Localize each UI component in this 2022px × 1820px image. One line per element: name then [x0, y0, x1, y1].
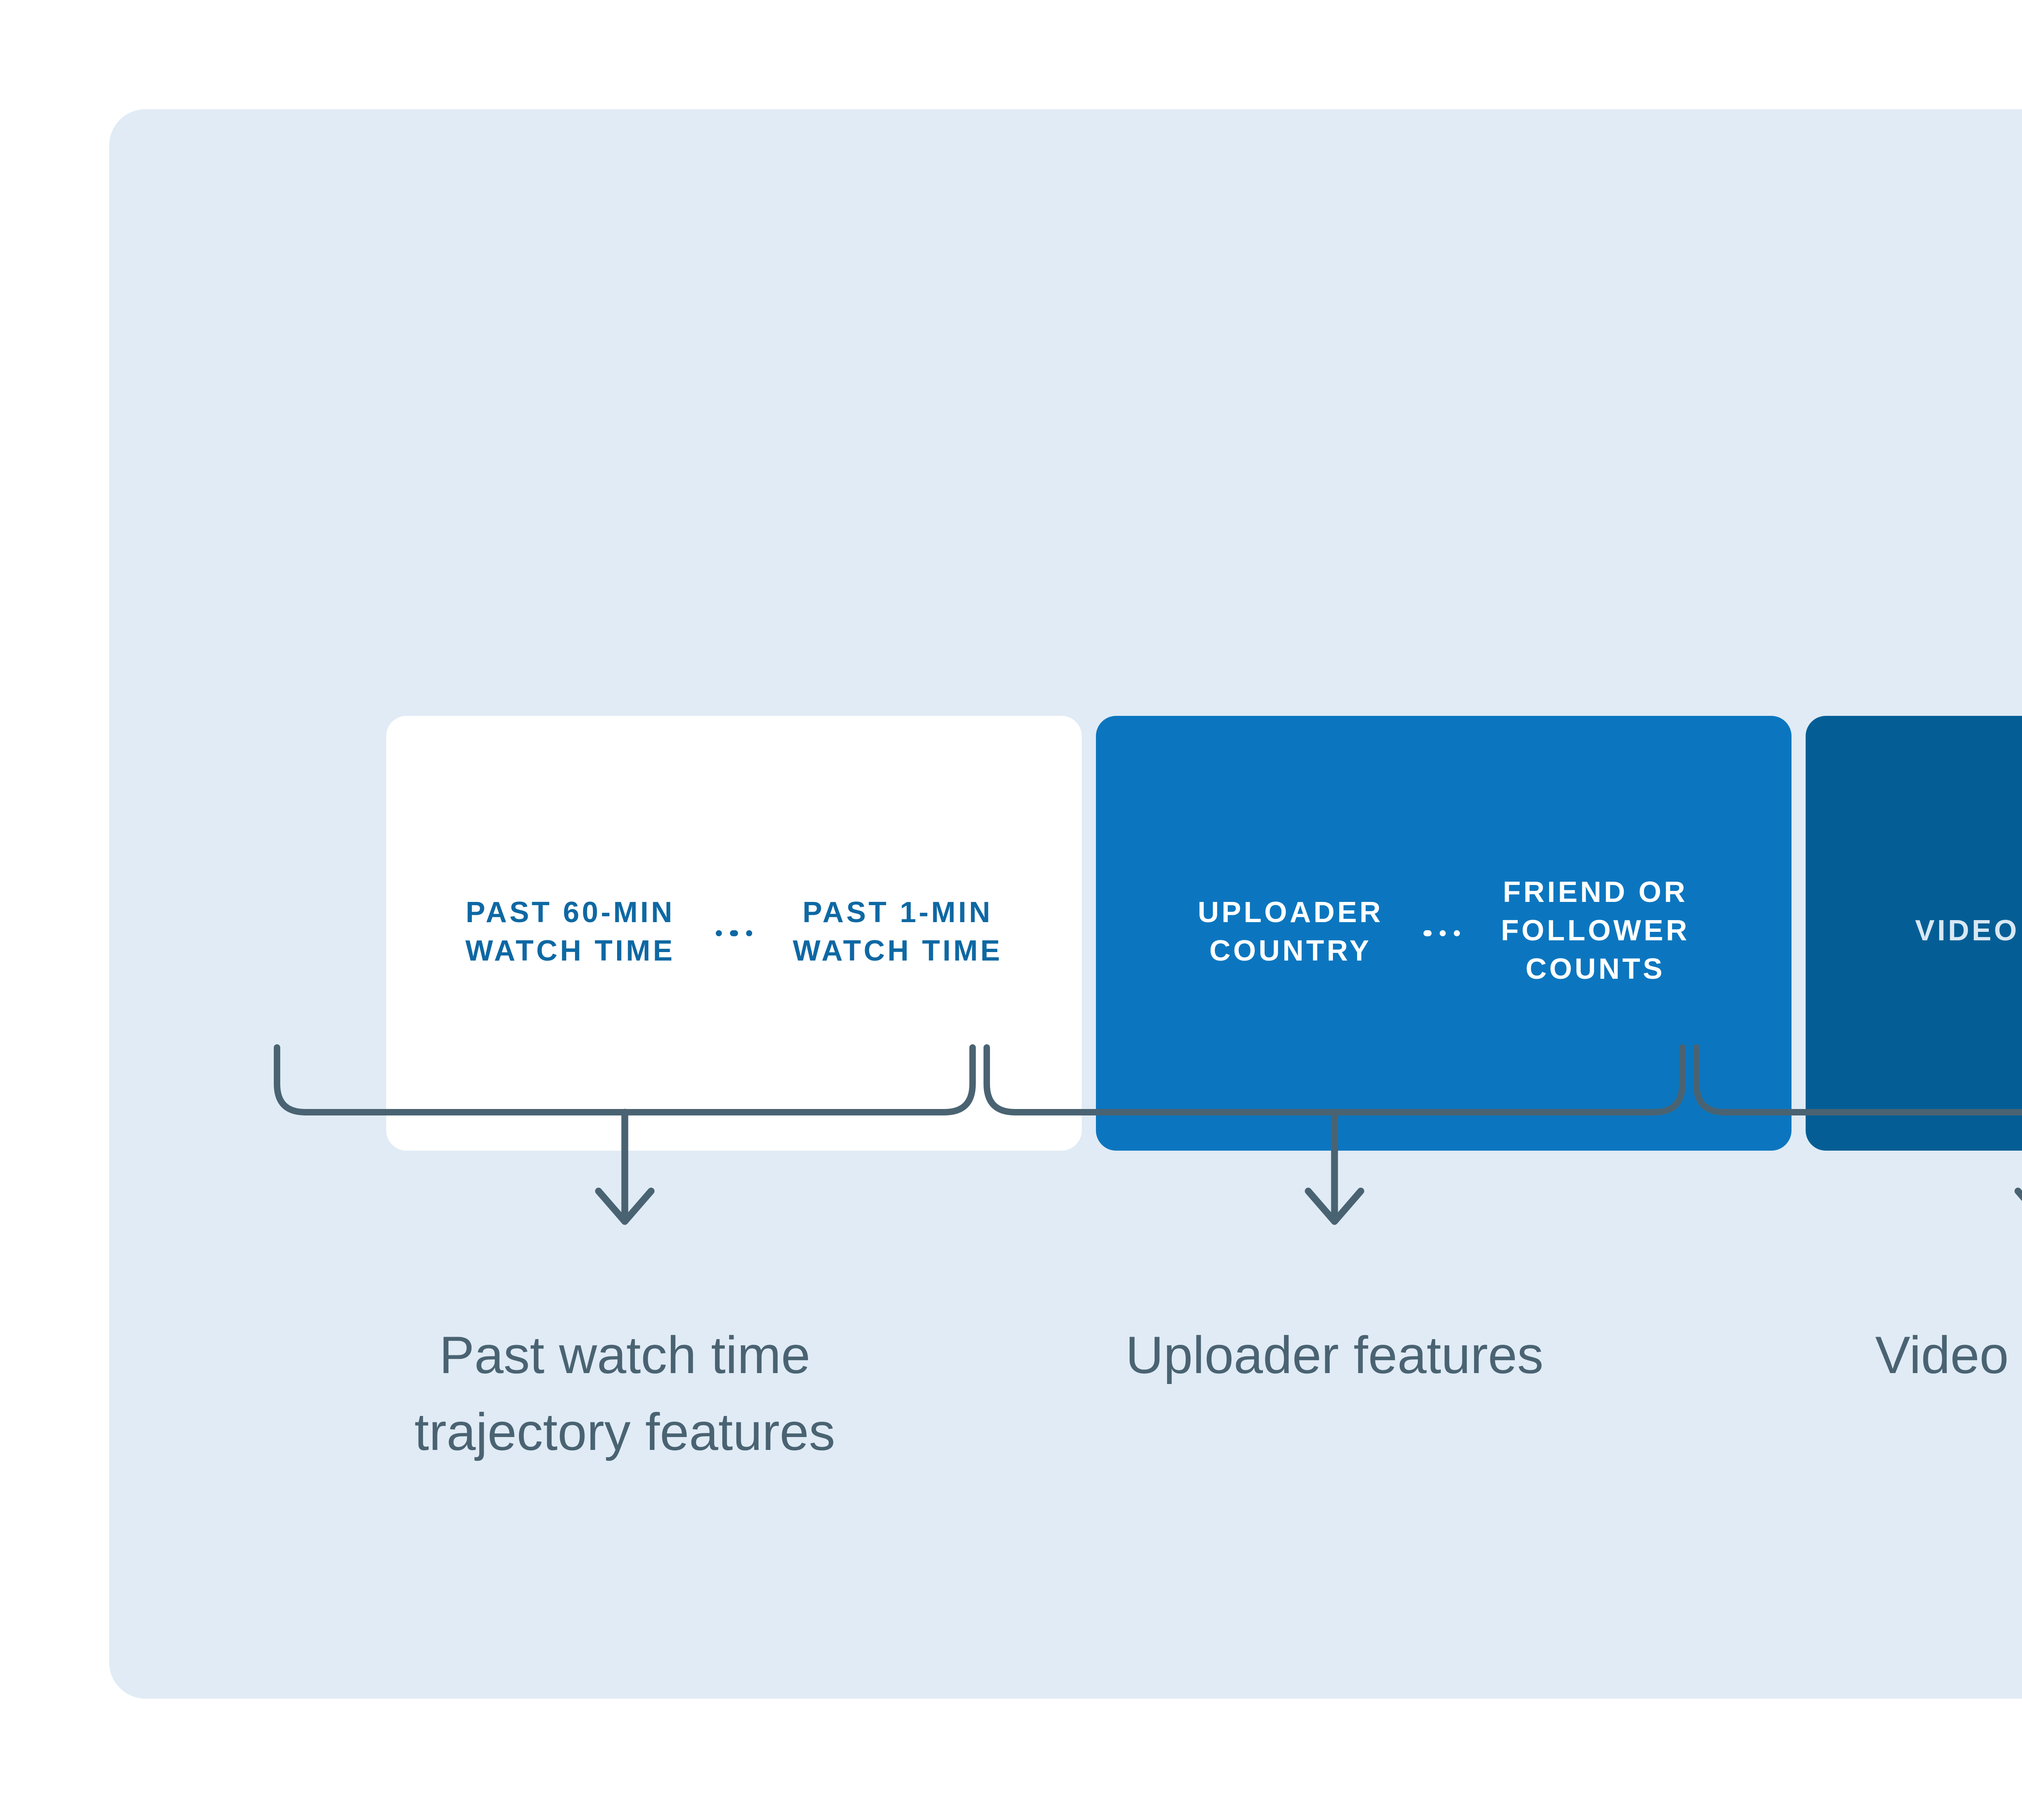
text-line: VIDEO AGE [1915, 916, 2022, 948]
caption-line: trajectory features [414, 1401, 835, 1462]
feature-box-past-watch-time: PAST 60-MIN WATCH TIME PAST 1-MIN WATCH … [386, 716, 1082, 1151]
uploader-left-text: UPLOADER COUNTRY [1198, 895, 1383, 972]
text-line: FRIEND OR [1503, 878, 1688, 910]
caption-line: Uploader features [1125, 1325, 1544, 1385]
caption-line: Video features [1875, 1325, 2022, 1385]
ellipsis-dots-icon [1423, 929, 1461, 937]
text-line: PAST 1-MIN [802, 897, 993, 929]
text-line: PAST 60-MIN [465, 897, 675, 929]
text-line: COUNTRY [1209, 935, 1372, 968]
text-line: FOLLOWER [1501, 916, 1690, 948]
caption-video-features: Video features [1875, 1316, 2022, 1393]
feature-box-uploader: UPLOADER COUNTRY FRIEND OR FOLLOWER COUN… [1096, 716, 1791, 1151]
diagram-card: PAST 60-MIN WATCH TIME PAST 1-MIN WATCH … [109, 109, 2022, 1699]
text-line: UPLOADER [1197, 897, 1383, 929]
uploader-right-text: FRIEND OR FOLLOWER COUNTS [1501, 876, 1690, 991]
caption-past-watch-time-features: Past watch time trajectory features [415, 1316, 835, 1470]
caption-line: Past watch time [439, 1325, 810, 1385]
text-line: WATCH TIME [793, 935, 1003, 968]
text-line: COUNTS [1525, 954, 1665, 987]
past-watch-right-text: PAST 1-MIN WATCH TIME [793, 895, 1003, 972]
caption-uploader-features: Uploader features [1125, 1316, 1543, 1393]
video-left-text: VIDEO AGE [1915, 914, 2022, 952]
past-watch-left-text: PAST 60-MIN WATCH TIME [465, 895, 675, 972]
ellipsis-dots-icon [715, 929, 753, 937]
feature-box-video: VIDEO AGE VIDEO DURATION [1806, 716, 2022, 1151]
text-line: WATCH TIME [465, 935, 675, 968]
